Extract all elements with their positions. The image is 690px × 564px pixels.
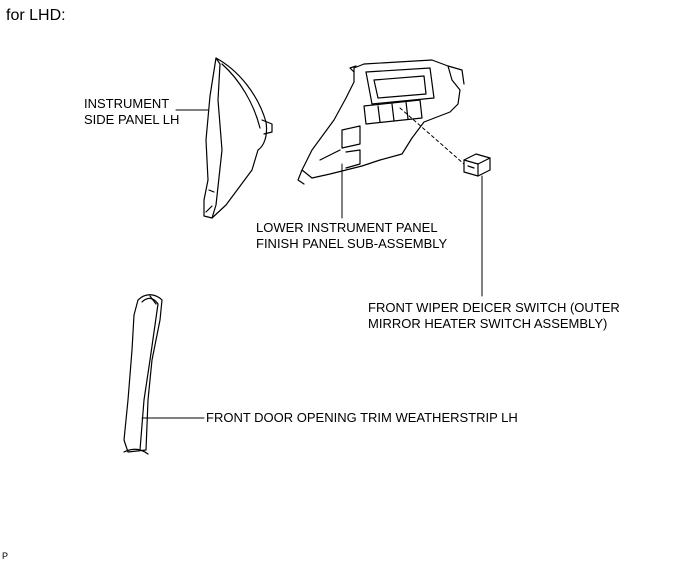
switch-mount-dashed-line <box>399 107 465 165</box>
figure-id: P <box>2 551 9 561</box>
weatherstrip-drawing <box>123 294 163 455</box>
instrument-side-panel-drawing <box>203 57 273 219</box>
label-instrument-side-panel: INSTRUMENT SIDE PANEL LH <box>84 96 180 127</box>
page-heading: for LHD: <box>6 7 66 24</box>
label-lower-instrument-panel: LOWER INSTRUMENT PANEL FINISH PANEL SUB-… <box>256 220 448 251</box>
label-weatherstrip: FRONT DOOR OPENING TRIM WEATHERSTRIP LH <box>206 410 518 425</box>
lower-instrument-panel-drawing <box>297 59 465 185</box>
wiper-deicer-switch-drawing <box>463 153 491 177</box>
label-wiper-deicer-switch: FRONT WIPER DEICER SWITCH (OUTER MIRROR … <box>368 300 620 331</box>
